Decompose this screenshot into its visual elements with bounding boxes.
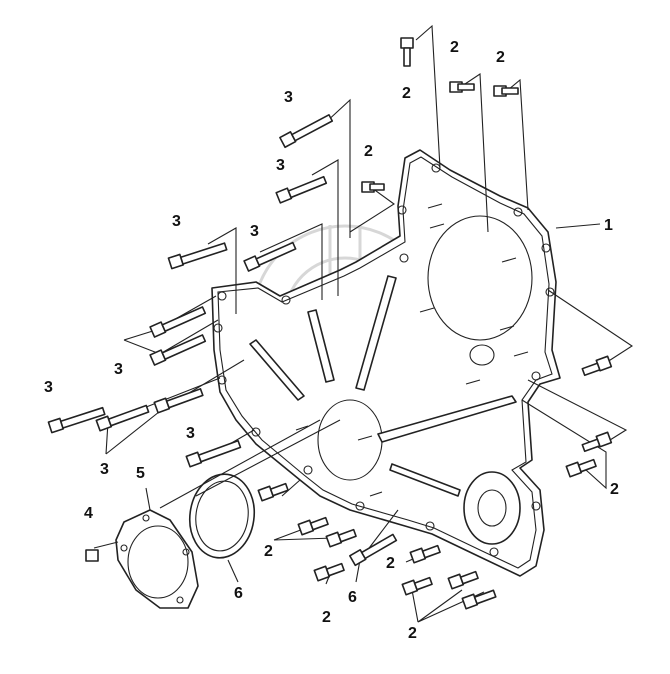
callout-3: 3 [114, 361, 123, 378]
bolt [400, 37, 414, 67]
callout-2: 2 [364, 143, 373, 160]
callout-2: 2 [496, 49, 505, 66]
callout-2: 2 [450, 39, 459, 56]
bolt [297, 516, 329, 536]
callout-labels: 1 2 2 2 2 2 2 2 2 2 3 3 3 3 3 3 3 3 4 5 … [44, 39, 619, 642]
callout-6: 6 [234, 585, 243, 602]
bolt [449, 81, 475, 93]
bolt [85, 549, 99, 562]
callout-4: 4 [84, 505, 93, 522]
bolt [257, 482, 289, 502]
oil-seal [188, 473, 256, 559]
bolt [149, 334, 207, 366]
bolt [313, 562, 345, 582]
callout-2: 2 [402, 85, 411, 102]
callout-2: 2 [610, 481, 619, 498]
long-rods [249, 275, 517, 497]
bolt [243, 241, 297, 272]
bolts [47, 37, 613, 610]
callout-3: 3 [276, 157, 285, 174]
bolt [47, 406, 106, 434]
bolt [185, 439, 242, 468]
front-cover [211, 149, 561, 577]
bolt [149, 306, 207, 338]
callout-3: 3 [172, 213, 181, 230]
bolt [361, 181, 385, 193]
callout-2: 2 [264, 543, 273, 560]
callout-3: 3 [284, 89, 293, 106]
callout-3: 3 [100, 461, 109, 478]
bolt [565, 458, 597, 478]
bolt [167, 242, 228, 270]
seal-plate [115, 509, 199, 609]
callout-6: 6 [348, 589, 357, 606]
callout-3: 3 [250, 223, 259, 240]
bolt [581, 355, 613, 377]
bolt [95, 404, 150, 432]
callout-1: 1 [604, 217, 613, 234]
bolt [581, 431, 613, 453]
bolt [409, 544, 441, 564]
callout-3: 3 [44, 379, 53, 396]
bolt [349, 533, 398, 567]
bolt [325, 528, 357, 548]
callout-2: 2 [386, 555, 395, 572]
callout-2: 2 [408, 625, 417, 642]
bolt [153, 388, 204, 414]
bolt [461, 589, 497, 610]
callout-3: 3 [186, 425, 195, 442]
bolt [275, 175, 328, 204]
bolt [493, 85, 519, 97]
callout-5: 5 [136, 465, 145, 482]
bolt [447, 570, 479, 590]
bolt [279, 114, 334, 149]
callout-2: 2 [322, 609, 331, 626]
bolt [401, 576, 433, 596]
